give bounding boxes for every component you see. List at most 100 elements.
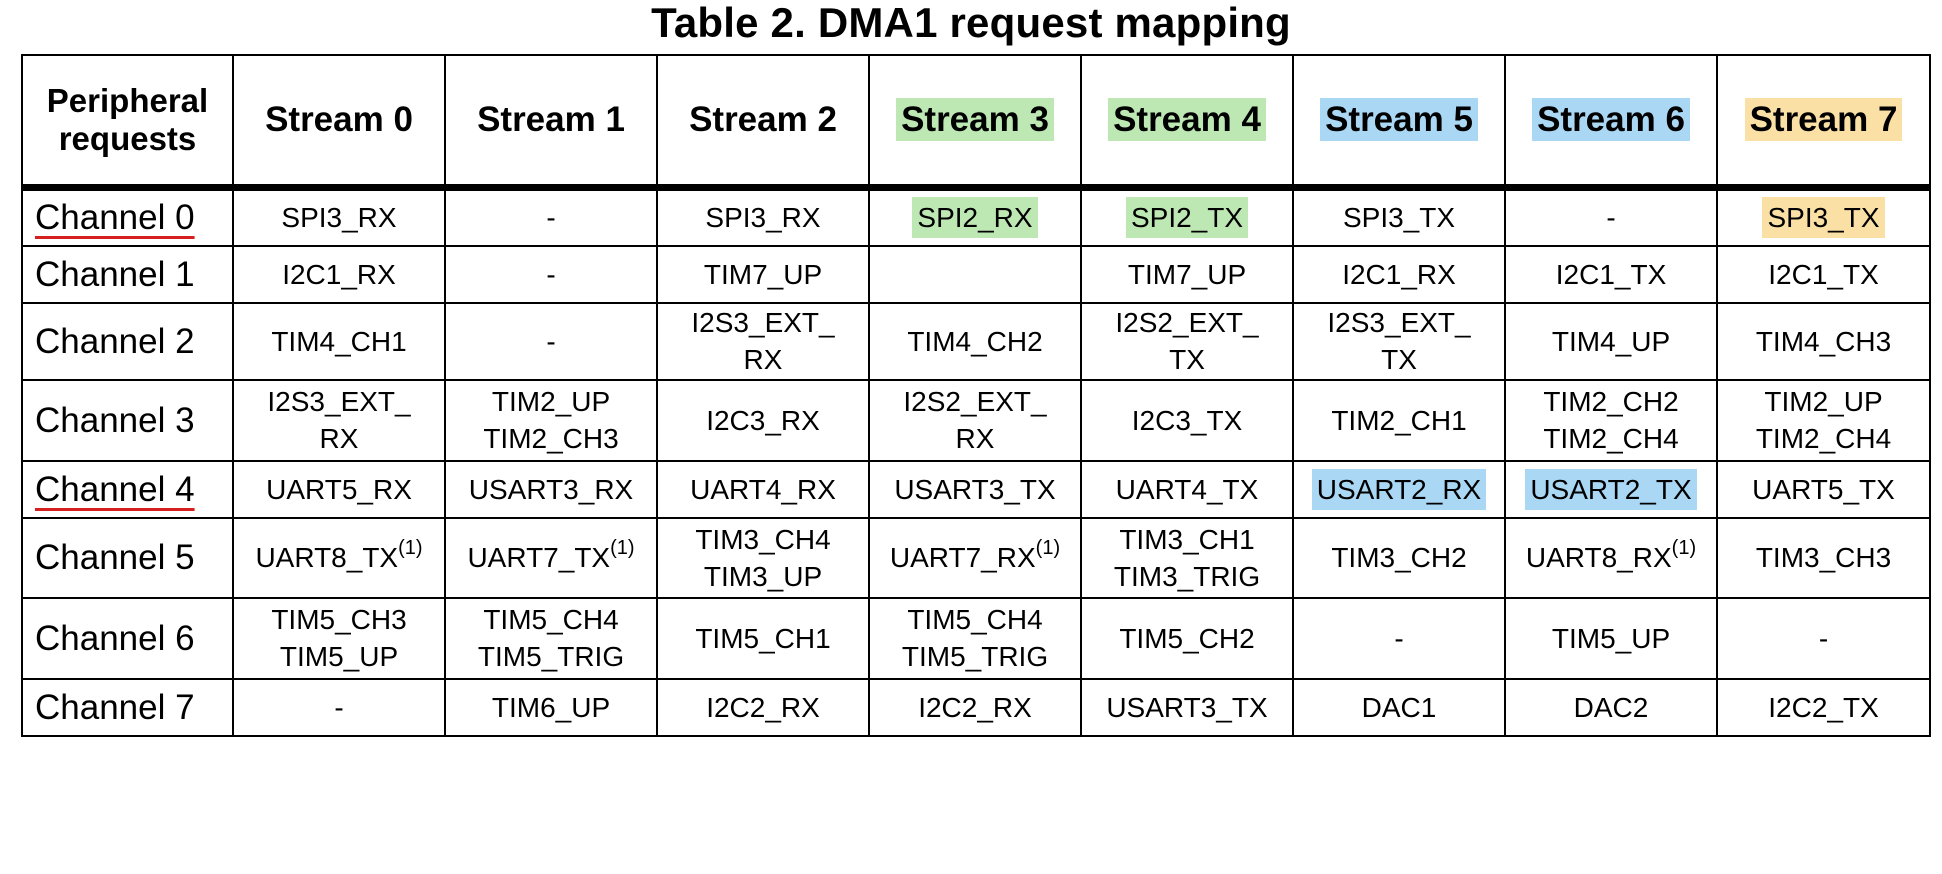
request-line: USART2_TX — [1530, 471, 1691, 508]
request-line: - — [1507, 199, 1715, 236]
footnote-marker: (1) — [1035, 537, 1061, 559]
channel-label-cell: Channel 2 — [21, 301, 234, 381]
request-text: TIM5_CH1 — [695, 622, 831, 654]
request-value: I2C1_RX — [235, 256, 443, 293]
request-line: UART5_RX — [235, 471, 443, 508]
request-text: TIM2_CH4 — [1755, 423, 1892, 454]
mapping-cell: I2C1_TX — [1504, 244, 1718, 304]
request-line: SPI3_RX — [659, 199, 867, 236]
mapping-cell: I2C1_TX — [1716, 244, 1931, 304]
request-line: TIM3_CH2 — [1295, 539, 1503, 576]
request-value: I2C1_RX — [1295, 256, 1503, 293]
request-text: USART3_TX — [1106, 691, 1268, 723]
request-line: UART8_TX(1) — [235, 537, 443, 576]
request-value: I2S2_EXT_RX — [871, 383, 1079, 457]
request-text: I2C3_TX — [1131, 404, 1243, 436]
mapping-cell: UART5_RX — [232, 459, 446, 519]
mapping-cell: - — [444, 186, 658, 247]
mapping-cell: I2S3_EXT_TX — [1292, 301, 1506, 381]
request-text: TIM4_UP — [1551, 325, 1671, 357]
request-line: I2C1_TX — [1507, 256, 1715, 293]
mapping-cell: UART7_RX(1) — [868, 516, 1082, 599]
request-value: TIM3_CH2 — [1295, 539, 1503, 576]
request-line: TX — [1295, 341, 1503, 378]
mapping-cell: - — [1504, 186, 1718, 247]
mapping-cell: I2S3_EXT_RX — [232, 378, 446, 462]
request-text: I2C1_TX — [1768, 258, 1879, 290]
mapping-cell: SPI3_RX — [656, 186, 870, 247]
stream-label: Stream 2 — [689, 100, 837, 139]
mapping-cell: USART3_TX — [868, 459, 1082, 519]
request-line: TIM3_UP — [659, 558, 867, 595]
request-line: TX — [1083, 341, 1291, 378]
request-text: UART8_RX — [1525, 542, 1672, 573]
request-line: I2S3_EXT_ — [659, 305, 867, 342]
request-text: TIM5_UP — [1551, 622, 1671, 654]
request-text: TIM2_UP — [491, 386, 611, 417]
stream-7-header: Stream 7 — [1716, 54, 1931, 191]
request-value: DAC2 — [1507, 689, 1715, 726]
request-line: TIM2_CH4 — [1507, 420, 1715, 457]
request-line: TIM5_TRIG — [871, 638, 1079, 675]
request-line: I2C3_RX — [659, 402, 867, 439]
request-value: UART8_RX(1) — [1507, 538, 1715, 576]
mapping-cell: TIM5_CH2 — [1080, 596, 1294, 680]
request-text: I2C1_RX — [1342, 258, 1456, 290]
footnote-marker: (1) — [398, 537, 423, 559]
request-value: USART2_TX — [1525, 468, 1697, 510]
mapping-cell: TIM7_UP — [1080, 244, 1294, 304]
mapping-cell: TIM5_UP — [1504, 596, 1718, 680]
channel-label: Channel 0 — [35, 198, 195, 238]
mapping-cell: I2C1_RX — [1292, 244, 1506, 304]
channel-label: Channel 1 — [35, 254, 195, 294]
request-line: UART4_TX — [1083, 471, 1291, 508]
mapping-cell: USART3_TX — [1080, 677, 1294, 737]
mapping-cell: TIM2_CH1 — [1292, 378, 1506, 462]
request-line: TIM5_CH1 — [659, 620, 867, 657]
request-value: USART3_TX — [1083, 689, 1291, 726]
mapping-cell: UART7_TX(1) — [444, 516, 658, 599]
request-value: SPI2_RX — [912, 197, 1038, 239]
request-value: USART3_RX — [447, 471, 655, 508]
request-line: TIM3_CH3 — [1719, 539, 1928, 576]
request-line: TIM2_CH3 — [447, 420, 655, 457]
request-value: TIM4_UP — [1507, 323, 1715, 360]
request-value: - — [235, 689, 443, 726]
stream-0-header: Stream 0 — [232, 54, 446, 191]
stream-4-header: Stream 4 — [1080, 54, 1294, 191]
request-value: TIM7_UP — [659, 256, 867, 293]
request-value: - — [1507, 199, 1715, 236]
footnote-marker: (1) — [610, 537, 635, 559]
request-line: TIM2_UP — [447, 383, 655, 420]
request-line: TIM3_CH4 — [659, 521, 867, 558]
mapping-cell: - — [444, 244, 658, 304]
request-line: I2S3_EXT_ — [1295, 305, 1503, 342]
mapping-cell: TIM6_UP — [444, 677, 658, 737]
request-line: TIM5_CH4 — [447, 601, 655, 638]
request-text: TIM3_TRIG — [1113, 560, 1261, 592]
request-text: USART2_TX — [1530, 473, 1692, 505]
request-value: - — [447, 323, 655, 360]
request-line: - — [447, 256, 655, 293]
mapping-cell: DAC1 — [1292, 677, 1506, 737]
request-value: I2S3_EXT_RX — [235, 383, 443, 457]
request-value: UART5_RX — [235, 471, 443, 508]
request-text: UART4_RX — [690, 473, 836, 505]
request-value: I2C2_RX — [871, 689, 1079, 726]
request-text: DAC1 — [1361, 691, 1437, 723]
channel-label: Channel 5 — [35, 538, 195, 577]
mapping-cell: TIM5_CH1 — [656, 596, 870, 680]
request-text: I2C2_RX — [706, 691, 820, 723]
mapping-cell: SPI3_TX — [1716, 186, 1931, 247]
mapping-cell: UART8_RX(1) — [1504, 516, 1718, 599]
request-line: USART3_TX — [1083, 689, 1291, 726]
request-value: TIM7_UP — [1083, 256, 1291, 293]
